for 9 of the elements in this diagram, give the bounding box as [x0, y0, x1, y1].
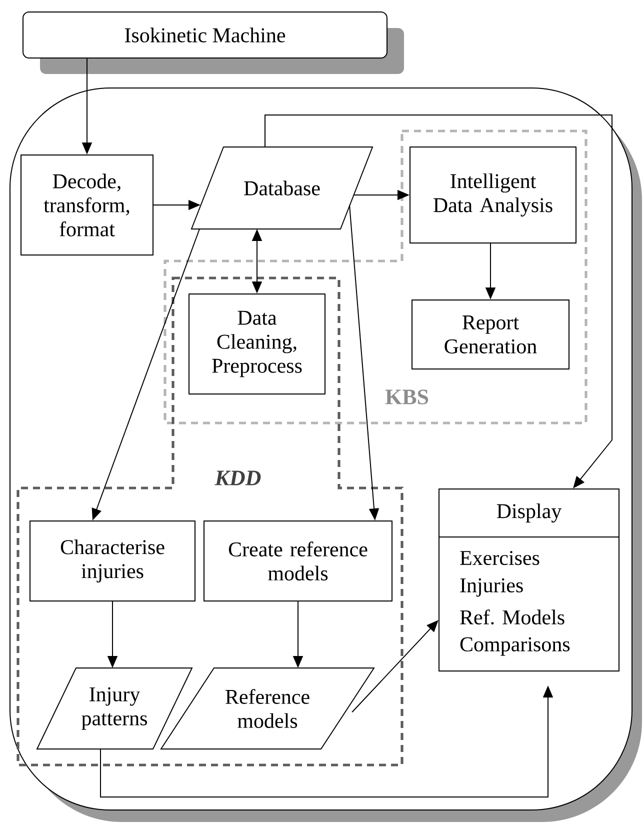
process-box: Intelligent Data Analysis	[410, 146, 576, 244]
arrow	[352, 620, 438, 713]
process-box: Create reference models	[204, 520, 392, 602]
process-box: Characterise injuries	[30, 520, 196, 602]
process-box: Data Cleaning, Preprocess	[188, 294, 326, 394]
process-box: Isokinetic Machine	[22, 12, 404, 74]
process-box: Report Generation	[412, 300, 570, 370]
display-box: Display Exercises Injuries Ref. Models Comparisons	[438, 488, 620, 672]
process-box: Decode, transform, format	[20, 154, 154, 256]
